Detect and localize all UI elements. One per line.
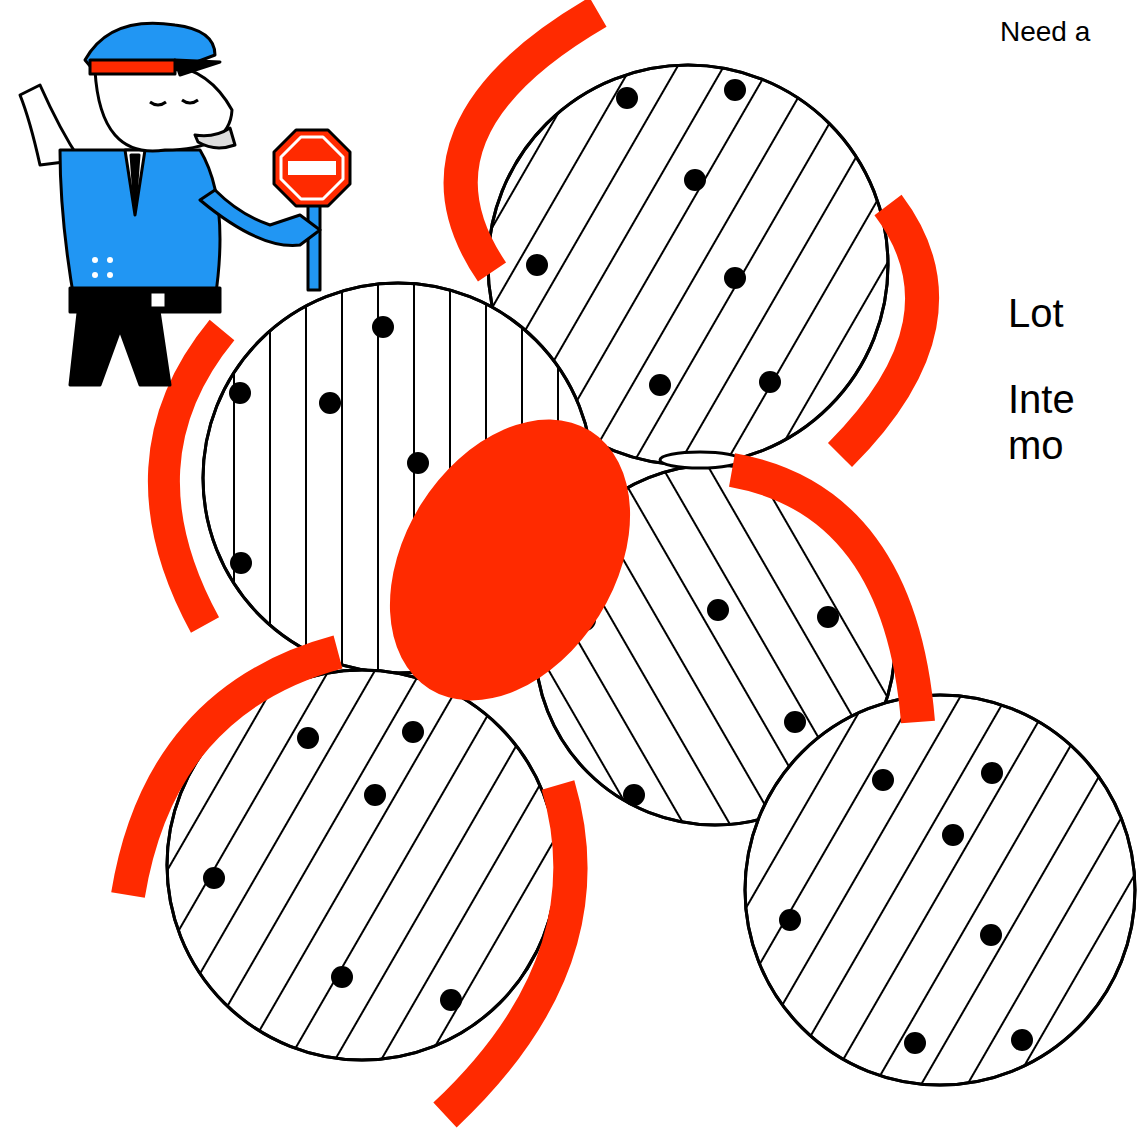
side-note: Need a bbox=[1000, 16, 1090, 48]
dots bbox=[203, 79, 1033, 1054]
side-note: Lot bbox=[1008, 290, 1064, 336]
cell-circles bbox=[167, 65, 1135, 1085]
policeman bbox=[20, 23, 350, 385]
red-arrows bbox=[128, 12, 922, 1115]
side-note: Inte mo bbox=[1008, 376, 1108, 468]
